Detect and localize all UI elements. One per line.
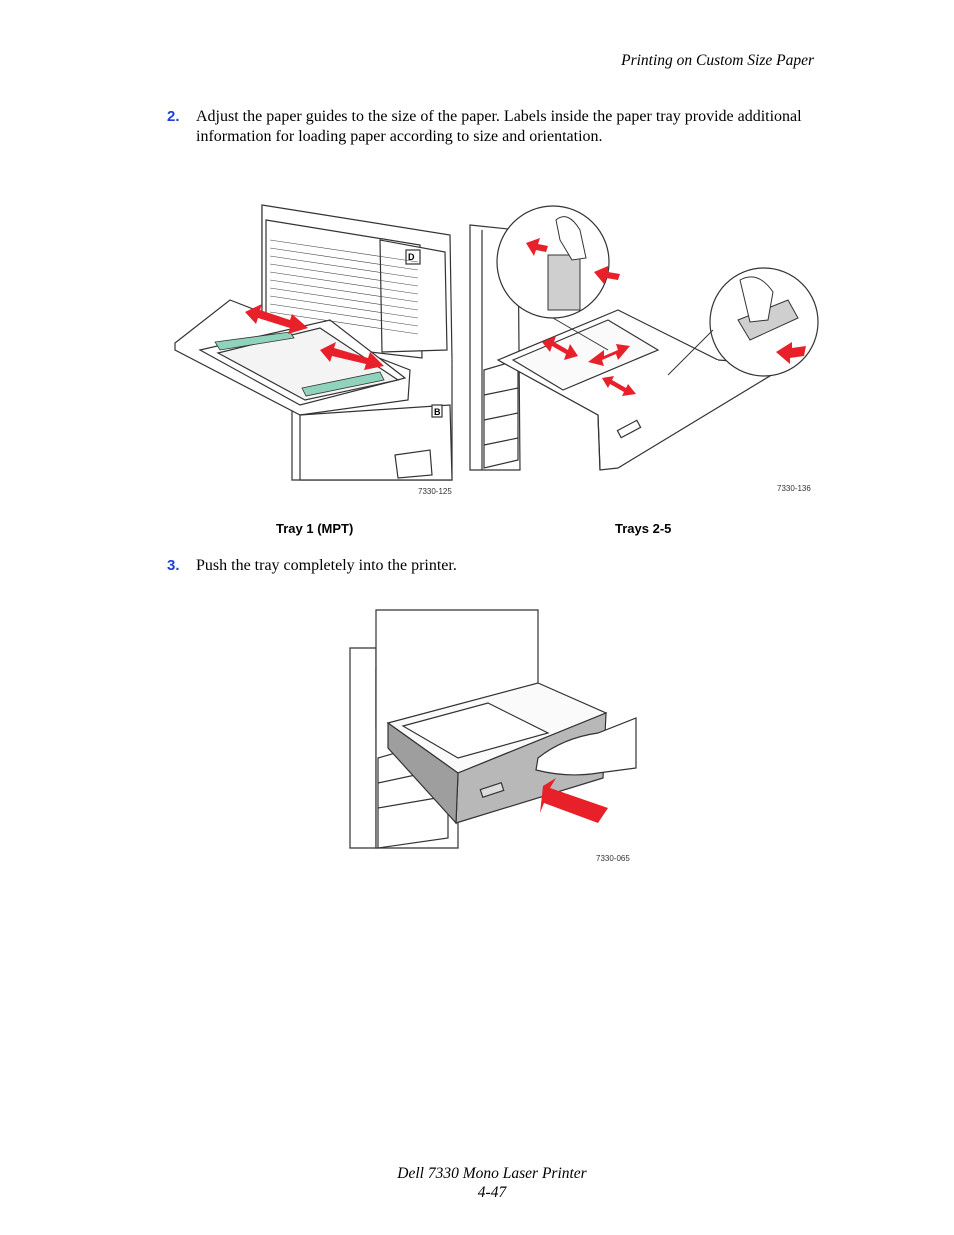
step-2: 2. Adjust the paper guides to the size o… [167,107,807,147]
tray1-illustration: D B [174,204,453,481]
step-number: 2. [167,108,180,125]
step-number: 3. [167,557,180,574]
running-header: Printing on Custom Size Paper [621,52,814,69]
label-d: D [408,252,415,262]
figure-code-push: 7330-065 [596,854,630,863]
footer-page-number: 4-47 [477,1184,507,1201]
figure-code-tray1: 7330-125 [418,487,452,496]
trays25-illustration [469,205,819,471]
push-tray-illustration [349,609,637,849]
label-b: B [434,407,441,417]
caption-tray1: Tray 1 (MPT) [276,521,354,536]
figure-code-trays25: 7330-136 [777,484,811,493]
step-text: Adjust the paper guides to the size of t… [196,108,802,145]
step-text: Push the tray completely into the printe… [196,557,457,574]
footer-product: Dell 7330 Mono Laser Printer [397,1165,587,1182]
caption-trays25: Trays 2-5 [615,521,672,536]
step-3: 3. Push the tray completely into the pri… [167,556,807,576]
